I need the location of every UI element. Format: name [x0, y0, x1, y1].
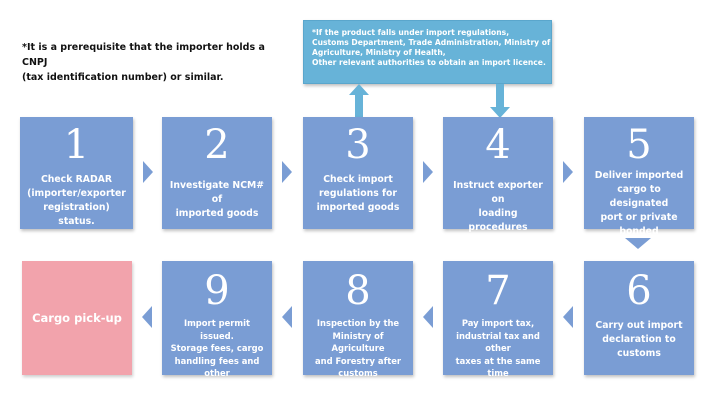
step-text-line: Pay import tax,	[461, 318, 535, 328]
step-text-line: customs examination	[328, 368, 388, 391]
step-text-line: imported goods	[175, 208, 259, 219]
step-text-line: registration) status.	[43, 202, 110, 227]
step-text-line: industrial tax and other	[456, 330, 540, 354]
step-2-box: 2 Investigate NCM# of imported goods	[162, 117, 272, 229]
step-text-line: Import permit issued.	[183, 318, 251, 341]
step-text: Check import regulations for imported go…	[309, 173, 407, 215]
step-number: 8	[345, 268, 371, 314]
step-1-box: 1 Check RADAR (importer/exporter registr…	[20, 117, 133, 229]
step-text-line: port fees are paid.	[173, 380, 261, 391]
step-text-line: as import declaration	[471, 380, 525, 404]
callout-line: *If the product falls under import regul…	[312, 28, 510, 37]
step-text-line: taxes at the same time	[455, 355, 541, 379]
step-text-line: Deliver imported	[594, 170, 684, 181]
step-text-line: port or private	[600, 212, 678, 223]
note-line: (tax identification number) or similar.	[22, 72, 224, 83]
up-arrow-icon	[349, 84, 369, 118]
callout-line: Agriculture, Ministry of Health,	[312, 48, 446, 57]
step-text-line: and Forestry after	[314, 355, 402, 366]
step-text-line: cargo to designated	[609, 184, 669, 209]
step-5-box: 5 Deliver imported cargo to designated p…	[584, 117, 694, 251]
left-arrow-icon	[282, 306, 292, 328]
step-text-line: loading procedures	[468, 208, 528, 233]
prerequisite-note: *It is a prerequisite that the importer …	[22, 40, 292, 85]
step-6-box: 6 Carry out import declaration to custom…	[584, 261, 694, 375]
step-number: 1	[63, 122, 90, 168]
right-arrow-icon	[563, 161, 573, 183]
step-text-line: imported goods	[316, 202, 400, 213]
step-text: Import permit issued. Storage fees, carg…	[168, 317, 266, 392]
left-arrow-icon	[142, 306, 152, 328]
step-text-line: Check RADAR	[40, 174, 113, 185]
step-text-line: declaration to	[602, 334, 676, 345]
step-4-box: 4 Instruct exporter on loading procedure…	[443, 117, 553, 233]
import-licence-callout: *If the product falls under import regul…	[303, 20, 552, 84]
cargo-pickup-box: Cargo pick-up	[22, 261, 132, 375]
note-line: *It is a prerequisite that the importer …	[22, 42, 265, 68]
step-3-box: 3 Check import regulations for imported …	[303, 117, 413, 229]
step-text: Instruct exporter on loading procedures	[449, 179, 547, 235]
callout-line: Other relevant authorities to obtain an …	[312, 58, 546, 67]
step-number: 4	[485, 122, 511, 168]
step-number: 7	[485, 268, 511, 314]
step-text-line: Instruct exporter on	[453, 180, 543, 205]
step-number: 6	[626, 268, 652, 314]
step-text-line: Investigate NCM# of	[169, 180, 265, 205]
left-arrow-icon	[563, 306, 573, 328]
step-number: 3	[345, 122, 371, 168]
step-number: 2	[204, 122, 230, 168]
step-9-box: 9 Import permit issued. Storage fees, ca…	[162, 261, 272, 391]
step-text: Inspection by the Ministry of Agricultur…	[309, 317, 407, 392]
step-8-box: 8 Inspection by the Ministry of Agricult…	[303, 261, 413, 391]
step-text-line: regulations for	[318, 188, 398, 199]
step-text-line: customs	[617, 348, 661, 359]
step-text: Carry out import declaration to customs	[590, 319, 688, 361]
left-arrow-icon	[423, 306, 433, 328]
down-arrow-icon	[625, 238, 651, 249]
step-7-box: 7 Pay import tax, industrial tax and oth…	[443, 261, 553, 403]
right-arrow-icon	[282, 161, 292, 183]
down-arrow-icon	[490, 84, 510, 118]
step-text-line: Storage fees, cargo	[170, 343, 264, 353]
step-number: 9	[204, 268, 230, 314]
step-text-line: Inspection by the	[316, 318, 400, 328]
step-text-line: (importer/exporter	[27, 188, 126, 199]
right-arrow-icon	[143, 161, 153, 183]
callout-line: Customs Department, Trade Administration…	[312, 38, 551, 47]
step-text: Investigate NCM# of imported goods	[168, 179, 266, 221]
step-text-line: Carry out import	[595, 320, 683, 331]
step-text-line: handling fees and other	[174, 355, 260, 379]
cargo-pickup-label: Cargo pick-up	[32, 311, 122, 325]
step-text: Check RADAR (importer/exporter registrat…	[26, 173, 127, 229]
step-text-line: Check import	[323, 174, 393, 185]
step-text: Pay import tax, industrial tax and other…	[449, 317, 547, 405]
step-number: 5	[626, 122, 652, 168]
right-arrow-icon	[423, 161, 433, 183]
step-text-line: Ministry of Agriculture	[331, 330, 385, 354]
